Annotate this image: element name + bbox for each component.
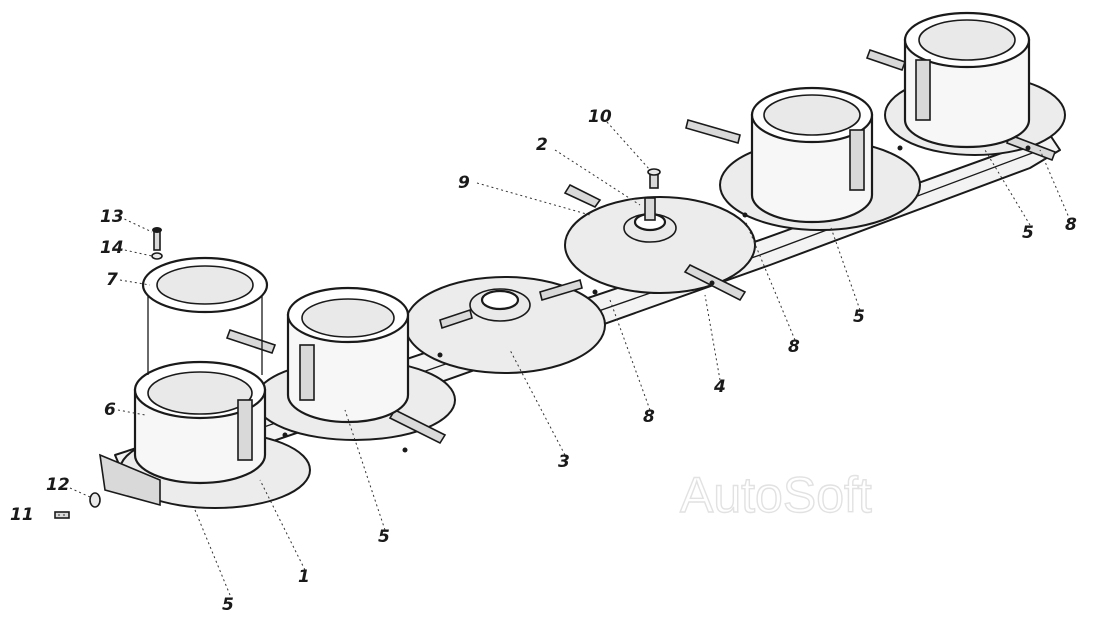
- callout-4: 4: [713, 377, 726, 397]
- callout-8-far: 8: [1065, 215, 1077, 235]
- callout-2: 2: [536, 135, 548, 155]
- callout-5-second: 5: [378, 527, 390, 547]
- bolt-11: [54, 511, 70, 519]
- callout-5-bottom: 5: [222, 595, 234, 615]
- callout-5-right1: 5: [853, 307, 865, 327]
- washer-14: [151, 252, 163, 260]
- bolt-13: [152, 227, 162, 251]
- drum-right1: [750, 86, 874, 224]
- drum-second: [286, 286, 410, 424]
- base-plate-center: [404, 276, 606, 374]
- callout-6: 6: [104, 400, 116, 420]
- drum-right2: [903, 11, 1031, 149]
- watermark: AutoSoft: [680, 467, 872, 523]
- callout-7: 7: [106, 270, 118, 290]
- frame-holes: [282, 145, 1031, 453]
- leader-lines: [57, 121, 1071, 596]
- callout-1: 1: [298, 567, 310, 587]
- callout-12: 12: [46, 475, 70, 495]
- callout-8-center: 8: [643, 407, 655, 427]
- callout-3: 3: [558, 452, 570, 472]
- bolt-top: [647, 168, 661, 189]
- callout-5-right2: 5: [1022, 223, 1034, 243]
- callout-8-right: 8: [788, 337, 800, 357]
- drum-cover-left: [141, 256, 269, 375]
- callout-9: 9: [458, 173, 470, 193]
- base-plate-gear: [563, 183, 756, 302]
- callout-10: 10: [588, 107, 612, 127]
- callout-14: 14: [100, 238, 124, 258]
- drum-left: [99, 360, 267, 507]
- callout-labels: 13 14 7 6 12 11 5 1 5 3 8 4 8 5 5 8 9 2 …: [10, 107, 1077, 615]
- mounting-strips: [225, 328, 447, 445]
- callout-13: 13: [100, 207, 124, 227]
- callout-11: 11: [10, 505, 34, 525]
- washer-12: [89, 492, 101, 508]
